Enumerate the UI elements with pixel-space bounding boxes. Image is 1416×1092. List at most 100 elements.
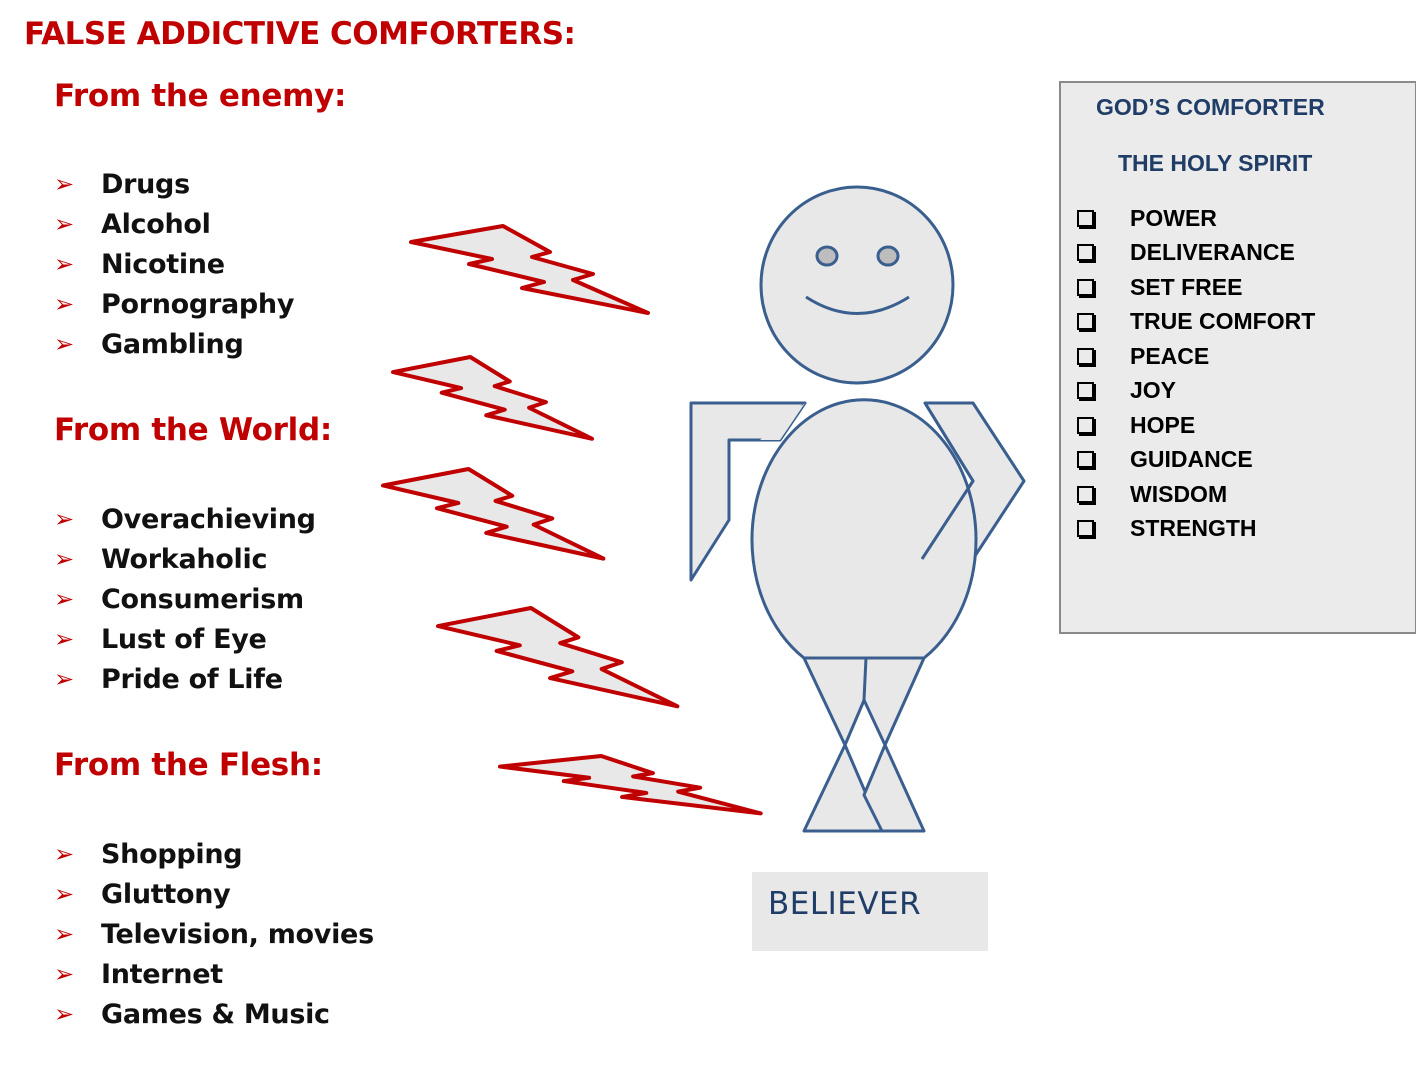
checkbox-icon xyxy=(1077,244,1094,262)
item-label: Games & Music xyxy=(101,998,330,1030)
lightning-bolt-icon xyxy=(409,224,650,315)
item-label: Pornography xyxy=(101,288,295,320)
item-label: Pride of Life xyxy=(101,663,283,695)
believer-figure xyxy=(689,185,1026,833)
list-item: ➢ Nicotine xyxy=(54,244,294,284)
list-item: POWER xyxy=(1077,201,1315,236)
list-item: TRUE COMFORT xyxy=(1077,305,1315,340)
arrow-bullet-icon: ➢ xyxy=(54,585,74,613)
checkbox-icon xyxy=(1077,382,1094,400)
lightning-bolt-icon xyxy=(500,756,761,813)
item-label: JOY xyxy=(1130,377,1177,404)
list-item: DELIVERANCE xyxy=(1077,236,1315,271)
lightning-bolt-icon xyxy=(438,608,677,706)
item-label: Nicotine xyxy=(101,248,225,280)
arrow-bullet-icon: ➢ xyxy=(54,665,74,693)
head xyxy=(759,185,955,385)
list-item: ➢ Overachieving xyxy=(54,499,316,539)
item-label: Drugs xyxy=(101,168,190,200)
item-label: Internet xyxy=(101,958,223,990)
arrow-bullet-icon: ➢ xyxy=(54,290,74,318)
list-item: WISDOM xyxy=(1077,477,1315,512)
item-label: TRUE COMFORT xyxy=(1130,308,1316,335)
body xyxy=(750,398,978,660)
checkbox-icon xyxy=(1077,451,1094,469)
lightning-bolt-icon xyxy=(383,469,603,559)
list-item: STRENGTH xyxy=(1077,512,1315,547)
left-eye xyxy=(815,245,839,267)
checkbox-icon xyxy=(1077,313,1094,331)
item-label: Television, movies xyxy=(101,918,374,950)
list-item: ➢ Pride of Life xyxy=(54,659,316,699)
arrow-bullet-icon: ➢ xyxy=(54,1000,74,1028)
believer-label: BELIEVER xyxy=(768,886,922,922)
arrow-bullet-icon: ➢ xyxy=(54,880,74,908)
item-label: Alcohol xyxy=(101,208,211,240)
gods-comforter-box: GOD’S COMFORTER THE HOLY SPIRIT POWER DE… xyxy=(1059,81,1416,634)
list-item: SET FREE xyxy=(1077,270,1315,305)
item-label: STRENGTH xyxy=(1130,515,1257,542)
arrow-bullet-icon: ➢ xyxy=(54,840,74,868)
arrow-bullet-icon: ➢ xyxy=(54,250,74,278)
list-item: ➢ Games & Music xyxy=(54,994,374,1034)
list-world: ➢Overachieving ➢Workaholic ➢Consumerism … xyxy=(54,499,316,699)
item-label: Gluttony xyxy=(101,878,231,910)
list-item: HOPE xyxy=(1077,408,1315,443)
checkbox-icon xyxy=(1077,278,1094,296)
arrow-bullet-icon: ➢ xyxy=(54,625,74,653)
item-label: SET FREE xyxy=(1130,273,1243,300)
item-label: DELIVERANCE xyxy=(1130,239,1295,266)
item-label: GUIDANCE xyxy=(1130,446,1253,473)
list-item: ➢ Shopping xyxy=(54,834,374,874)
arrow-bullet-icon: ➢ xyxy=(54,960,74,988)
arrow-bullet-icon: ➢ xyxy=(54,920,74,948)
item-label: PEACE xyxy=(1130,342,1210,369)
list-item: ➢ Internet xyxy=(54,954,374,994)
comforter-subtitle: THE HOLY SPIRIT xyxy=(1118,150,1313,176)
checkbox-icon xyxy=(1077,209,1094,227)
item-label: Gambling xyxy=(101,328,244,360)
item-label: WISDOM xyxy=(1130,480,1228,507)
list-item: ➢ Pornography xyxy=(54,284,294,324)
section-heading-enemy: From the enemy: xyxy=(54,78,347,114)
list-item: GUIDANCE xyxy=(1077,443,1315,478)
list-item: ➢ Gluttony xyxy=(54,874,374,914)
list-item: ➢Drugs xyxy=(54,164,294,204)
checkbox-icon xyxy=(1077,416,1094,434)
list-flesh: ➢Shopping ➢Gluttony ➢Television, movies … xyxy=(54,834,374,1034)
right-eye xyxy=(876,245,900,267)
item-label: Overachieving xyxy=(101,503,316,535)
checkbox-icon xyxy=(1077,347,1094,365)
checkbox-icon xyxy=(1077,520,1094,538)
smile xyxy=(805,295,910,315)
item-label: POWER xyxy=(1130,204,1217,231)
arrow-bullet-icon: ➢ xyxy=(54,330,74,358)
arrow-bullet-icon: ➢ xyxy=(54,505,74,533)
list-item: ➢ Alcohol xyxy=(54,204,294,244)
checkbox-icon xyxy=(1077,485,1094,503)
comforter-title: GOD’S COMFORTER xyxy=(1096,94,1325,120)
list-item: ➢ Lust of Eye xyxy=(54,619,316,659)
list-item: ➢ Consumerism xyxy=(54,579,316,619)
section-heading-world: From the World: xyxy=(54,412,332,448)
item-label: Shopping xyxy=(101,838,243,870)
right-leg xyxy=(862,656,926,833)
item-label: Consumerism xyxy=(101,583,304,615)
believer-label-box: BELIEVER xyxy=(752,872,988,951)
page-title: FALSE ADDICTIVE COMFORTERS: xyxy=(24,16,576,52)
list-enemy: ➢Drugs ➢Alcohol ➢Nicotine ➢Pornography ➢… xyxy=(54,164,294,364)
section-heading-flesh: From the Flesh: xyxy=(54,747,323,783)
arrow-bullet-icon: ➢ xyxy=(54,210,74,238)
list-item: ➢ Workaholic xyxy=(54,539,316,579)
list-item: ➢ Television, movies xyxy=(54,914,374,954)
list-item: PEACE xyxy=(1077,339,1315,374)
item-label: Lust of Eye xyxy=(101,623,267,655)
comforter-list: POWER DELIVERANCE SET FREE TRUE COMFORT … xyxy=(1077,201,1315,546)
arrow-bullet-icon: ➢ xyxy=(54,545,74,573)
list-item: JOY xyxy=(1077,374,1315,409)
item-label: Workaholic xyxy=(101,543,268,575)
list-item: ➢ Gambling xyxy=(54,324,294,364)
item-label: HOPE xyxy=(1130,411,1196,438)
lightning-bolt-icon xyxy=(391,355,594,441)
